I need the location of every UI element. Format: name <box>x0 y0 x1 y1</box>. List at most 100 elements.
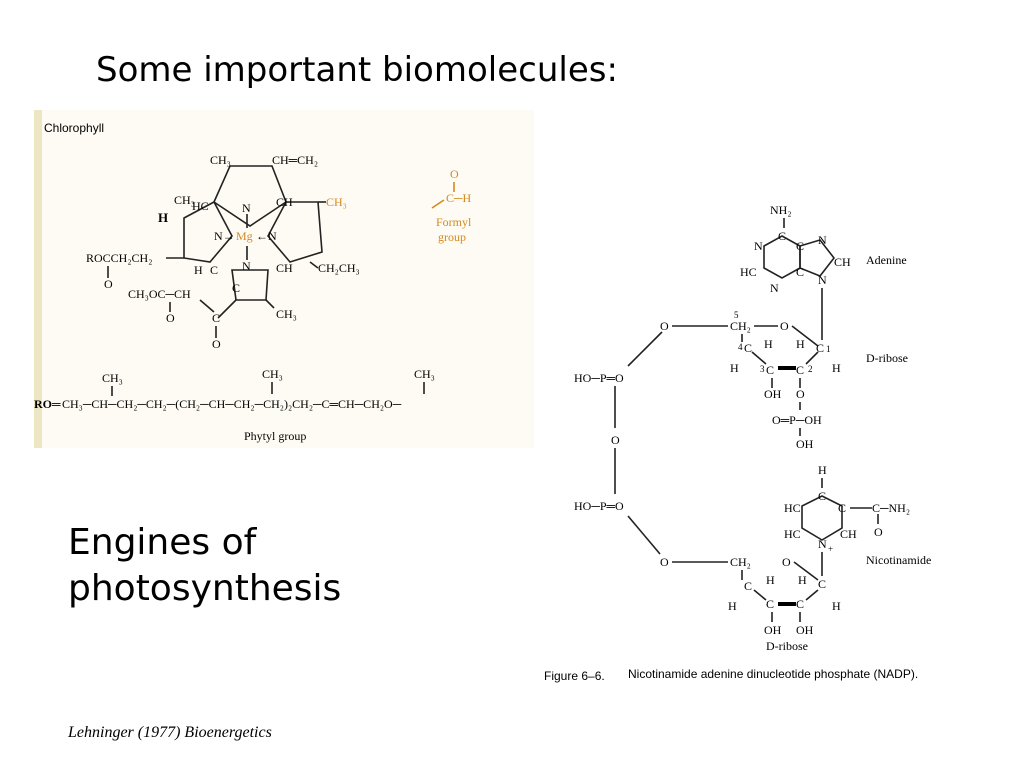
svg-text:CH═CH₂: CH═CH₂ <box>272 153 318 167</box>
svg-text:C: C <box>796 265 804 279</box>
svg-text:ROCCH₂CH₂: ROCCH₂CH₂ <box>86 251 152 265</box>
svg-text:3: 3 <box>760 364 765 374</box>
svg-text:CH: CH <box>276 195 293 209</box>
svg-text:C─NH₂: C─NH₂ <box>872 501 910 515</box>
svg-text:CH₃─CH─CH₂─CH₂─(CH₂─CH─CH₂─CH₂: CH₃─CH─CH₂─CH₂─(CH₂─CH─CH₂─CH₂)₂CH₂─C═CH… <box>62 397 402 411</box>
magnesium-label: Mg <box>236 229 253 243</box>
ribose-label-top: D-ribose <box>866 351 908 365</box>
engines-line-1: Engines of <box>68 522 257 563</box>
svg-text:C: C <box>818 489 826 503</box>
svg-text:C: C <box>210 263 218 277</box>
svg-text:O: O <box>660 555 669 569</box>
svg-text:N: N <box>242 259 251 273</box>
svg-text:C: C <box>766 363 774 377</box>
svg-text:OH: OH <box>796 437 814 451</box>
svg-text:N: N <box>818 233 827 247</box>
svg-text:H: H <box>158 210 168 225</box>
svg-text:C: C <box>744 341 752 355</box>
svg-text:1: 1 <box>826 344 831 354</box>
nicotinamide-ring: H C HC C HC CH N + C─NH₂ O Nicotinamide <box>784 463 931 567</box>
svg-text:OH: OH <box>764 387 782 401</box>
svg-text:H: H <box>798 573 807 587</box>
svg-text:CH₂: CH₂ <box>730 555 751 569</box>
phytyl-group-label: Phytyl group <box>244 429 306 443</box>
svg-text:N: N <box>754 239 763 253</box>
svg-text:H: H <box>764 337 773 351</box>
chlorophyll-structure: Chlorophyll CH₃ CH═CH₂ CH₃ HC H CH N→ Mg… <box>34 121 472 443</box>
svg-text:CH: CH <box>834 255 851 269</box>
svg-text:O═P─OH: O═P─OH <box>772 413 822 427</box>
pyrrole-ring-right <box>267 201 323 263</box>
nicotinamide-label: Nicotinamide <box>866 553 931 567</box>
engines-heading: Engines of photosynthesis <box>68 520 341 612</box>
svg-text:HC: HC <box>784 501 801 515</box>
svg-text:CH₂: CH₂ <box>730 319 751 333</box>
slide-title: Some important biomolecules: <box>96 50 618 90</box>
svg-text:O: O <box>104 277 113 291</box>
svg-text:O: O <box>874 525 883 539</box>
svg-text:H: H <box>728 599 737 613</box>
figure-caption-label: Figure 6–6. <box>544 669 605 683</box>
svg-text:C: C <box>212 311 220 325</box>
svg-text:CH₃: CH₃ <box>414 367 435 381</box>
adenine-label: Adenine <box>866 253 907 267</box>
svg-text:H: H <box>766 573 775 587</box>
svg-text:CH₂CH₃: CH₂CH₃ <box>318 261 360 275</box>
svg-text:N: N <box>818 273 827 287</box>
svg-text:O: O <box>782 555 791 569</box>
citation: Lehninger (1977) Bioenergetics <box>68 724 272 741</box>
svg-text:+: + <box>828 544 833 554</box>
svg-text:HC: HC <box>192 199 209 213</box>
formyl-label-line1: Formyl <box>436 215 472 229</box>
svg-text:C: C <box>816 341 824 355</box>
svg-text:H: H <box>796 337 805 351</box>
svg-text:HO─P═O: HO─P═O <box>574 499 624 513</box>
svg-text:H: H <box>194 263 203 277</box>
formyl-group: O C─H Formyl group <box>431 167 472 244</box>
svg-text:H: H <box>730 361 739 375</box>
svg-text:C: C <box>232 281 240 295</box>
chlorophyll-heading: Chlorophyll <box>44 121 104 135</box>
svg-text:CH₃: CH₃ <box>210 153 231 167</box>
svg-text:O: O <box>780 319 789 333</box>
svg-text:CH: CH <box>840 527 857 541</box>
diphosphate-bridge: O HO─P═O O HO─P═O O <box>574 319 728 569</box>
svg-text:C: C <box>796 239 804 253</box>
svg-text:4: 4 <box>738 342 743 352</box>
svg-text:5: 5 <box>734 310 739 320</box>
svg-text:C: C <box>838 501 846 515</box>
svg-text:CH₃: CH₃ <box>276 307 297 321</box>
svg-text:H: H <box>832 599 841 613</box>
svg-text:O: O <box>166 311 175 325</box>
svg-text:N→: N→ <box>214 229 235 243</box>
figure-caption-text: Nicotinamide adenine dinucleotide phosph… <box>628 667 918 681</box>
scan-edge <box>34 110 42 448</box>
svg-text:C: C <box>796 597 804 611</box>
svg-text:HO─P═O: HO─P═O <box>574 371 624 385</box>
svg-text:O: O <box>660 319 669 333</box>
ribose-ring-bottom: CH₂ O C H H C H C C H OH OH D-ribose <box>728 555 841 653</box>
svg-text:CH₃OC─CH: CH₃OC─CH <box>128 287 191 301</box>
svg-text:C: C <box>796 363 804 377</box>
svg-text:N: N <box>242 201 251 215</box>
engines-line-2: photosynthesis <box>68 568 342 609</box>
svg-text:CH₃: CH₃ <box>102 371 123 385</box>
svg-text:OH: OH <box>796 623 814 637</box>
svg-text:C: C <box>818 577 826 591</box>
svg-text:RO═: RO═ <box>34 397 61 411</box>
svg-text:OH: OH <box>764 623 782 637</box>
svg-text:HC: HC <box>784 527 801 541</box>
phytyl-chain: CH₃ CH₃ CH₃ RO═ CH₃─CH─CH₂─CH₂─(CH₂─CH─C… <box>34 367 435 443</box>
svg-text:H: H <box>832 361 841 375</box>
svg-text:C: C <box>766 597 774 611</box>
svg-text:N: N <box>770 281 779 295</box>
svg-text:CH₃: CH₃ <box>174 193 195 207</box>
svg-text:←N: ←N <box>256 229 277 243</box>
pyrrole-ring-left <box>183 200 233 263</box>
svg-text:2: 2 <box>808 364 813 374</box>
svg-text:H: H <box>818 463 827 477</box>
formyl-label-line2: group <box>438 230 466 244</box>
svg-text:O: O <box>611 433 620 447</box>
svg-text:HC: HC <box>740 265 757 279</box>
